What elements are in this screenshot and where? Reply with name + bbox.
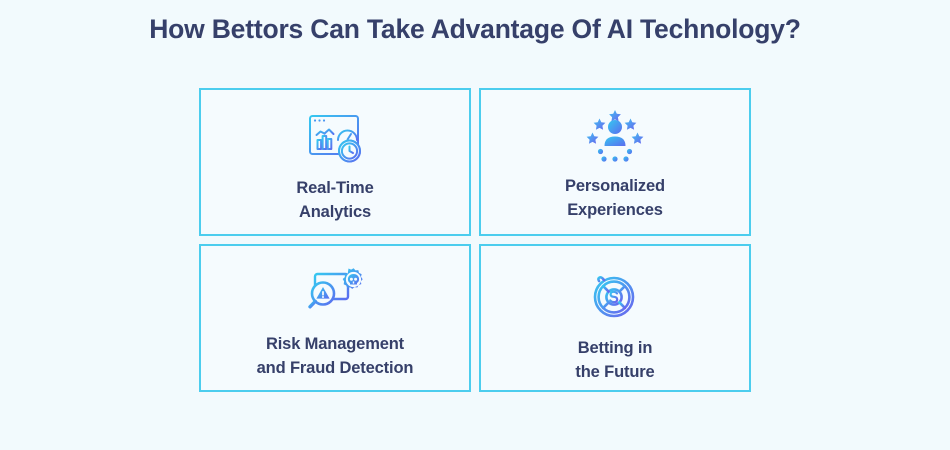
card-real-time-analytics[interactable]: Real-Time Analytics xyxy=(199,88,471,236)
page-title: How Bettors Can Take Advantage Of AI Tec… xyxy=(149,14,801,44)
personalized-user-stars-icon xyxy=(586,108,644,164)
card-label-betting-in-the-future: Betting in the Future xyxy=(569,336,660,385)
card-label-risk-management-and-fraud-detection: Risk Management and Fraud Detection xyxy=(251,332,420,381)
card-label-line-1: Personalized xyxy=(565,177,665,195)
card-personalized-experiences[interactable]: Personalized Experiences xyxy=(479,88,751,236)
card-label-line-1: Betting in xyxy=(577,339,653,357)
feature-card-grid: Real-Time Analytics xyxy=(199,88,751,392)
card-label-line-2: and Fraud Detection xyxy=(256,359,414,378)
fraud-detection-monitor-icon xyxy=(303,264,367,320)
roulette-wheel-dollar-icon xyxy=(591,266,639,322)
card-betting-in-the-future[interactable]: Betting in the Future xyxy=(479,244,751,392)
card-label-line-2: Analytics xyxy=(298,203,371,222)
card-label-personalized-experiences: Personalized Experiences xyxy=(559,174,671,223)
card-label-real-time-analytics: Real-Time Analytics xyxy=(290,176,379,225)
card-label-line-1: Real-Time xyxy=(296,179,374,197)
card-risk-management-and-fraud-detection[interactable]: Risk Management and Fraud Detection xyxy=(199,244,471,392)
card-label-line-2: the Future xyxy=(575,363,655,382)
analytics-dashboard-icon xyxy=(304,110,366,166)
card-label-line-1: Risk Management xyxy=(265,335,405,353)
card-label-line-2: Experiences xyxy=(567,201,663,220)
